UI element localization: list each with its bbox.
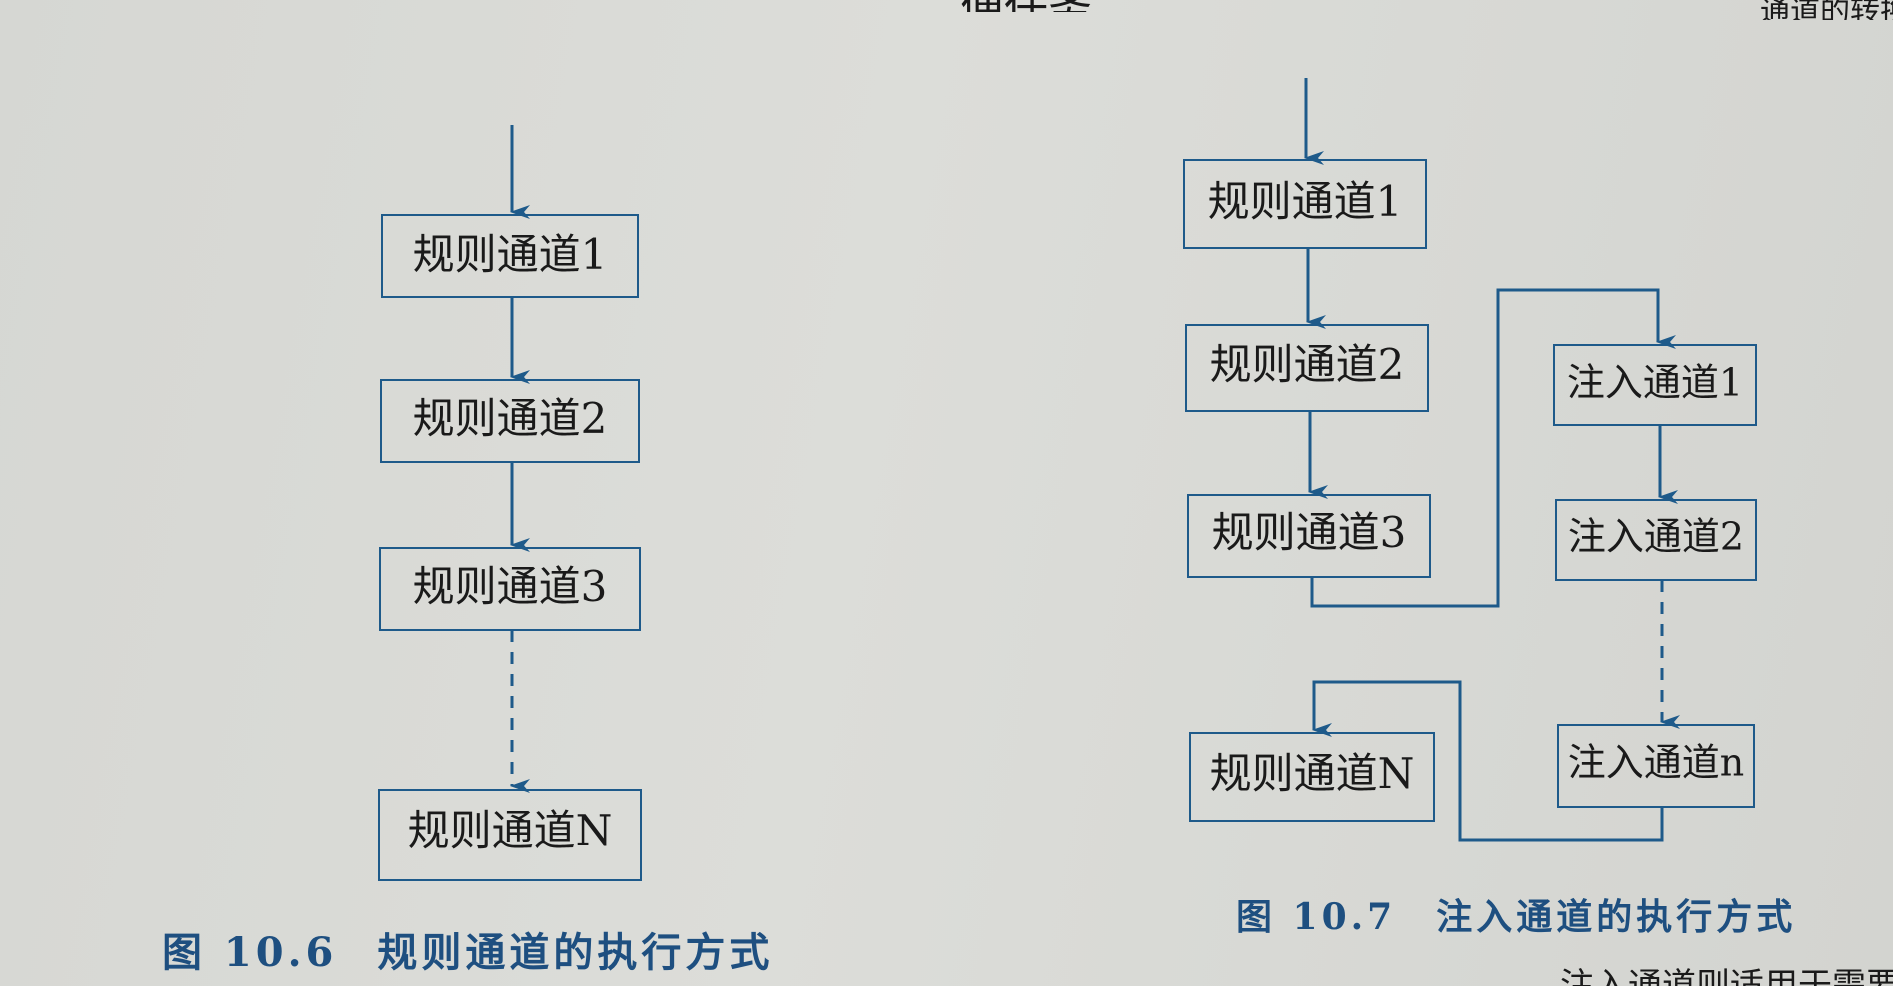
right-box-regular-2: 规则通道2 bbox=[1185, 324, 1429, 412]
cut-off-text-top-right: 通道的转换 bbox=[1760, 0, 1893, 20]
svg-text:注入通道1: 注入通道1 bbox=[1567, 361, 1743, 405]
caption-title: 规则通道的执行方式 bbox=[377, 929, 774, 976]
right-box-regular-1: 规则通道1 bbox=[1183, 159, 1427, 249]
svg-text:规则通道2: 规则通道2 bbox=[413, 394, 608, 443]
svg-text:注入通道2: 注入通道2 bbox=[1568, 515, 1744, 559]
figure-10-7: 规则通道1 规则通道2 规则通道3 注入通道1 注入通道2 bbox=[1183, 78, 1757, 842]
connector-regular3-to-injected1 bbox=[1310, 288, 1676, 608]
cut-off-text-top: 便任务。 bbox=[960, 0, 1140, 12]
left-box-regular-2: 规则通道2 bbox=[380, 379, 640, 463]
caption-figure-10-7: 图 10.7 注入通道的执行方式 bbox=[1236, 888, 1796, 940]
right-box-injected-1: 注入通道1 bbox=[1553, 344, 1757, 426]
right-box-regular-3: 规则通道3 bbox=[1187, 494, 1431, 578]
figure-10-6: 规则通道1 规则通道2 规则通道3 规则通道N bbox=[378, 125, 642, 881]
cut-off-text-bottom: 注入通道则适用于需要快速 bbox=[1560, 966, 1893, 986]
caption-figure-10-6: 图 10.6 规则通道的执行方式 bbox=[162, 920, 773, 978]
svg-text:规则通道1: 规则通道1 bbox=[1208, 177, 1403, 226]
svg-text:规则通道2: 规则通道2 bbox=[1210, 340, 1405, 389]
left-box-regular-n: 规则通道N bbox=[378, 789, 642, 881]
left-box-regular-3: 规则通道3 bbox=[379, 547, 641, 631]
svg-text:规则通道N: 规则通道N bbox=[1210, 749, 1415, 798]
caption-number: 图 10.7 bbox=[1236, 896, 1397, 938]
right-box-regular-n: 规则通道N bbox=[1189, 732, 1435, 822]
left-box-regular-1: 规则通道1 bbox=[381, 214, 639, 298]
svg-text:规则通道3: 规则通道3 bbox=[413, 562, 608, 611]
caption-number: 图 10.6 bbox=[162, 929, 338, 976]
svg-text:规则通道N: 规则通道N bbox=[408, 806, 613, 855]
caption-title: 注入通道的执行方式 bbox=[1436, 896, 1797, 938]
svg-text:规则通道1: 规则通道1 bbox=[413, 230, 608, 279]
connector-injectedn-to-regularn bbox=[1312, 680, 1664, 842]
svg-text:规则通道3: 规则通道3 bbox=[1212, 508, 1407, 557]
right-box-injected-n: 注入通道n bbox=[1557, 724, 1755, 808]
right-box-injected-2: 注入通道2 bbox=[1555, 499, 1757, 581]
svg-text:注入通道n: 注入通道n bbox=[1568, 741, 1744, 785]
